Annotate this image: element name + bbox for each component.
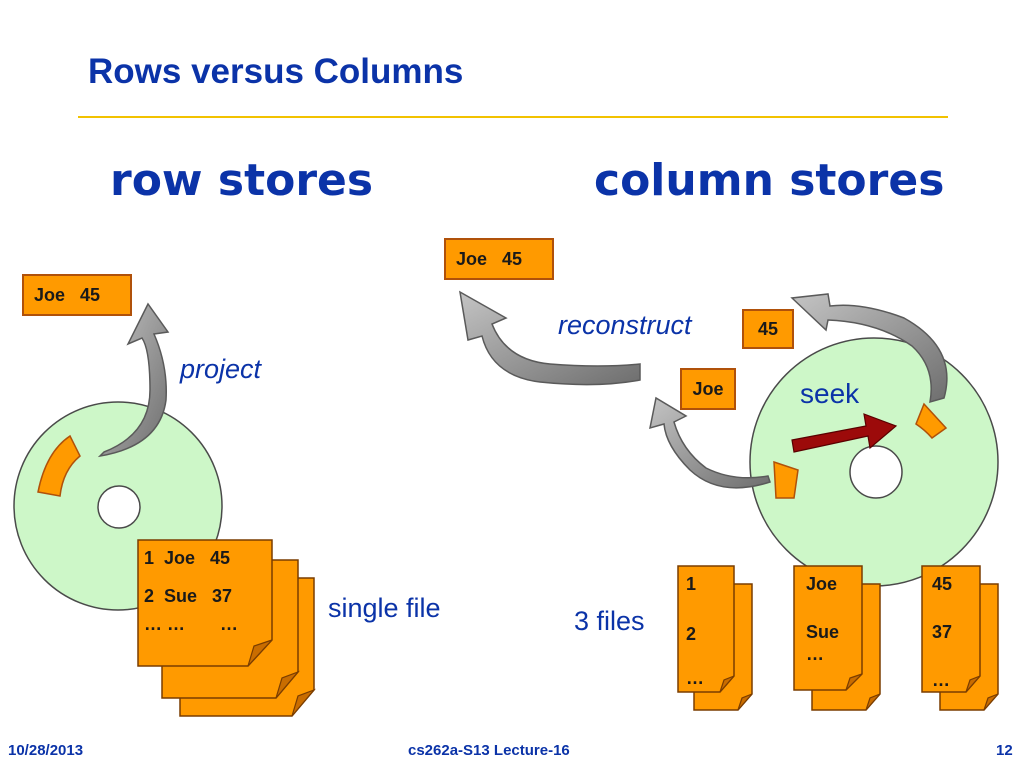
column-file-2 <box>793 565 881 711</box>
column-disk-sector-right <box>915 402 948 440</box>
col1-line-1: 1 <box>686 574 696 594</box>
column-store-result-box: Joe 45 <box>444 238 554 280</box>
col1-line-3: … <box>686 668 704 688</box>
column-value-box-45: 45 <box>742 309 794 349</box>
column-file-1 <box>677 565 753 711</box>
slide-title: Rows versus Columns <box>88 52 464 91</box>
col1-line-2: 2 <box>686 624 696 644</box>
three-files-label: 3 files <box>574 606 645 636</box>
col3-line-2: 37 <box>932 622 952 642</box>
row-store-result-box: Joe 45 <box>22 274 132 316</box>
single-file-stack <box>137 539 316 717</box>
footer-page-number: 12 <box>996 742 1013 759</box>
column-stores-heading: column stores <box>594 155 945 206</box>
row-store-disk-sector <box>37 434 81 497</box>
column-store-disk <box>749 337 999 587</box>
col3-line-1: 45 <box>932 574 952 594</box>
single-file-label: single file <box>328 593 441 623</box>
column-disk-sector-left <box>773 460 799 499</box>
footer-date: 10/28/2013 <box>8 742 84 759</box>
project-arrow <box>97 302 170 458</box>
reconstruct-arrow <box>459 290 641 386</box>
reconstruct-label: reconstruct <box>558 310 692 340</box>
seek-joe-arrow <box>649 396 771 489</box>
project-label: project <box>180 354 262 384</box>
col3-line-3: … <box>932 670 950 690</box>
footer-course: cs262a-S13 Lecture-16 <box>408 742 570 759</box>
column-file-3 <box>921 565 999 711</box>
col2-line-1: Joe <box>806 574 837 594</box>
file-line-2: 2 Sue 37 <box>144 586 232 606</box>
seek-label: seek <box>800 378 860 409</box>
seek-45-arrow <box>790 293 948 404</box>
file-line-3: … … … <box>144 614 238 634</box>
title-underline <box>78 116 948 118</box>
col2-line-2: Sue <box>806 622 839 642</box>
col2-line-3: … <box>806 644 824 664</box>
row-stores-heading: row stores <box>110 155 374 206</box>
file-line-1: 1 Joe 45 <box>144 548 230 568</box>
seek-arrow <box>791 413 898 453</box>
column-value-box-joe: Joe <box>680 368 736 410</box>
